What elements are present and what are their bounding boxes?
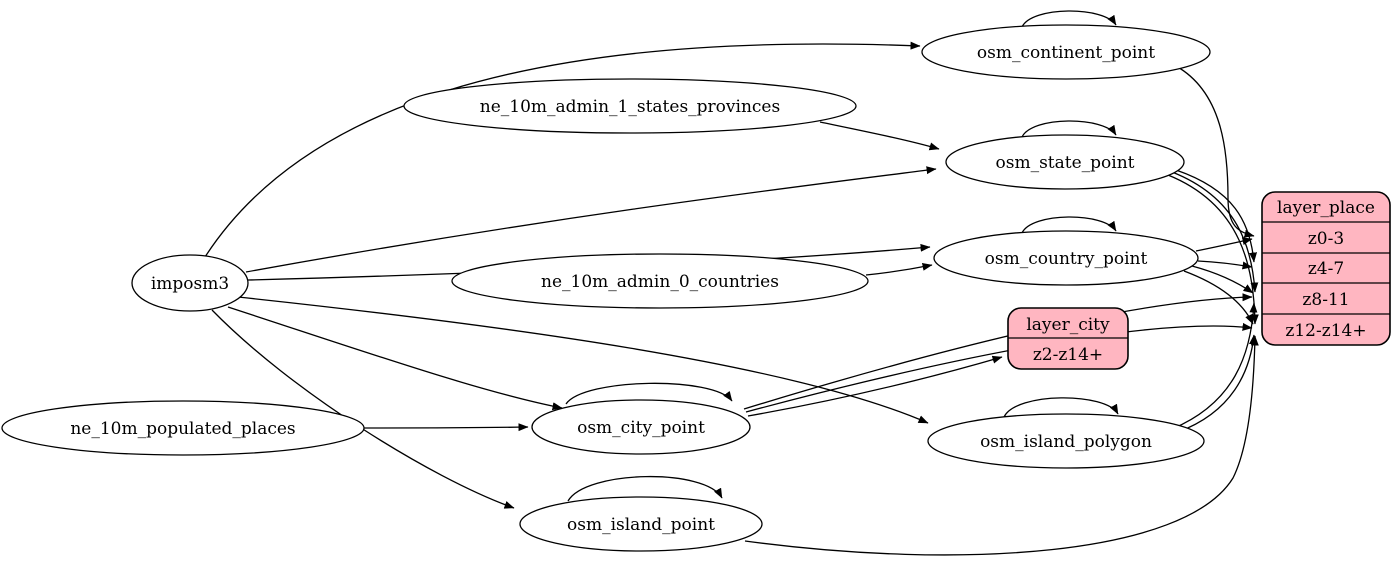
edge-osm_continent_point-layer_place-z0-3: [1175, 65, 1255, 238]
edge-osm_country_point-layer_place-z12-z14: [1183, 270, 1254, 325]
edge-osm_country_point-layer_place-z0-3: [1195, 237, 1253, 252]
edge-ne_10m_admin_1_states_provinces-osm_state_point: [819, 121, 940, 151]
edge-imposm3-osm_continent_point: [204, 41, 921, 258]
edge-ne_10m_admin_0_countries-osm_country_point: [865, 262, 933, 276]
imposm3-ellipse: [131, 254, 249, 312]
edge-ne_10m_populated_places-osm_city_point: [363, 423, 529, 432]
edge-osm_state_point-layer_place-z8-11: [1171, 171, 1259, 293]
edge-osm_island_polygon-layer_place-z12-z14: [1177, 334, 1257, 433]
edge-imposm3-osm_city_point: [227, 306, 563, 411]
edge-osm_state_point-layer_place-z4-7: [1175, 169, 1258, 263]
layer-city-title: layer_city: [1026, 315, 1110, 335]
node-osm_continent_point: osm_continent_point: [921, 24, 1211, 80]
layer-place-title: layer_place: [1277, 198, 1375, 218]
self-loop-osm_city_point: [565, 382, 733, 405]
node-ne_10m_admin_1_states_provinces: ne_10m_admin_1_states_provinces: [403, 78, 857, 134]
osm-state-point-label: osm_state_point: [996, 153, 1135, 173]
ne-countries-label: ne_10m_admin_0_countries: [541, 272, 779, 292]
osm-continent-point-label: osm_continent_point: [977, 43, 1155, 63]
edge-osm_island_point-layer_place-z12-z14: [744, 335, 1259, 556]
osm-continent-point-ellipse: [921, 24, 1211, 80]
ne-populated-places-ellipse: [1, 400, 365, 456]
node-osm_city_point: osm_city_point: [531, 399, 751, 455]
self-loop-osm_country_point: [1021, 216, 1117, 234]
osm-island-point-ellipse: [519, 496, 763, 552]
node-layer_place: layer_place z0-3 z4-7 z8-11 z12-z14+: [1261, 191, 1391, 346]
layer-place-row-z0-3: z0-3: [1308, 229, 1344, 249]
ne-populated-places-label: ne_10m_populated_places: [70, 419, 295, 439]
layer-city-row-z2-z14: z2-z14+: [1033, 345, 1103, 365]
osm-country-point-label: osm_country_point: [985, 249, 1148, 269]
osm-island-polygon-label: osm_island_polygon: [980, 432, 1152, 452]
osm-city-point-label: osm_city_point: [577, 418, 705, 438]
node-layer_city: layer_city z2-z14+: [1007, 307, 1129, 370]
edge-osm_country_point-layer_place-z8-11: [1191, 265, 1254, 294]
layer-place-box: [1261, 191, 1391, 346]
edge-imposm3-osm_island_polygon: [237, 296, 929, 424]
edge-osm_country_point-layer_place-z4-7: [1197, 260, 1253, 270]
self-loop-osm_island_polygon: [1003, 397, 1119, 418]
edge-osm_city_point-layer_city-z2-z14: [747, 355, 1003, 417]
ne-countries-ellipse: [451, 253, 869, 309]
node-osm_state_point: osm_state_point: [945, 134, 1185, 190]
layer-place-row-z8-11: z8-11: [1302, 290, 1349, 310]
osm-country-point-ellipse: [933, 230, 1199, 286]
edge-osm_city_point-layer_place-z12-z14: [745, 322, 1253, 413]
node-imposm3: imposm3: [131, 254, 249, 312]
edge-osm_island_polygon-layer_place-z8-11: [1171, 302, 1258, 430]
osm-state-point-ellipse: [945, 134, 1185, 190]
edge-imposm3-osm_state_point: [245, 166, 937, 273]
layer-place-row-z12-z14: z12-z14+: [1285, 321, 1366, 341]
self-loop-osm_state_point: [1021, 120, 1117, 138]
ne-states-ellipse: [403, 78, 857, 134]
osm-island-polygon-ellipse: [927, 413, 1205, 469]
ne-states-label: ne_10m_admin_1_states_provinces: [480, 97, 780, 117]
node-osm_country_point: osm_country_point: [933, 230, 1199, 286]
imposm3-label: imposm3: [151, 274, 229, 294]
node-ne_10m_populated_places: ne_10m_populated_places: [1, 400, 365, 456]
node-osm_island_point: osm_island_point: [519, 496, 763, 552]
osm-city-point-ellipse: [531, 399, 751, 455]
layer-place-row-z4-7: z4-7: [1308, 259, 1344, 279]
self-loop-osm_continent_point: [1021, 10, 1117, 28]
node-ne_10m_admin_0_countries: ne_10m_admin_0_countries: [451, 253, 869, 309]
osm-island-point-label: osm_island_point: [567, 515, 715, 535]
self-loop-osm_island_point: [567, 475, 723, 502]
node-osm_island_polygon: osm_island_polygon: [927, 413, 1205, 469]
